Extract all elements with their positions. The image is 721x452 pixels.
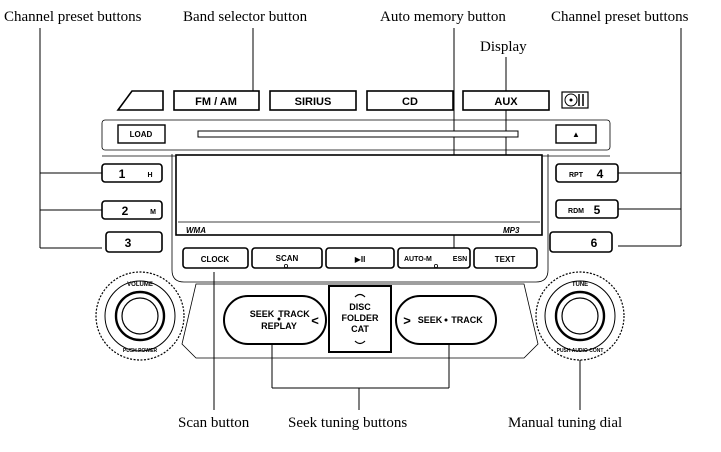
preset-buttons-left: 1 H 2 M 3 [101, 163, 163, 253]
band-button-sirius[interactable] [269, 90, 357, 111]
play-pause-icon: ▶II [355, 255, 366, 264]
callout-channel-preset-left: Channel preset buttons [4, 9, 142, 25]
preset-number-5: 5 [594, 203, 601, 217]
folder-up-icon [354, 293, 366, 298]
display-mark-mp3: MP3 [503, 226, 520, 235]
disc-logo-icon [561, 91, 589, 109]
seek-right-dot-icon [444, 318, 448, 322]
disc-label: DISC [349, 302, 371, 312]
disc-slot [197, 130, 519, 138]
volume-knob[interactable]: VOLUME PUSH POWER [95, 271, 185, 361]
callout-display: Display [480, 39, 527, 55]
seek-right-track-label: TRACK [451, 315, 483, 325]
auto-memory-label: AUTO-M [404, 256, 432, 263]
play-pause-button[interactable] [325, 247, 395, 269]
callout-channel-preset-right: Channel preset buttons [551, 9, 689, 25]
esn-label: ESN [453, 256, 467, 263]
seek-left-button[interactable] [223, 295, 327, 345]
preset-button-1[interactable] [101, 163, 163, 183]
seek-left-label: SEEK [250, 309, 275, 319]
band-button-aux[interactable] [462, 90, 550, 111]
eject-icon: ▲ [572, 130, 580, 139]
preset-button-3[interactable] [105, 231, 163, 253]
callout-scan: Scan button [178, 415, 250, 431]
band-label-aux: AUX [494, 96, 518, 108]
preset-number-4: 4 [597, 167, 604, 181]
push-power-label: PUSH POWER [123, 348, 158, 354]
preset-sub-2: M [150, 209, 156, 216]
preset-number-2: 2 [122, 204, 129, 218]
display: WMA MP3 [175, 154, 543, 236]
auto-memory-indicator-icon [433, 263, 438, 268]
callout-manual-tuning: Manual tuning dial [508, 415, 622, 431]
folder-down-icon [354, 340, 366, 345]
folder-label: FOLDER [342, 313, 379, 323]
lower-panel-outline [181, 283, 539, 359]
auto-memory-button[interactable] [397, 247, 471, 269]
preset-button-2[interactable] [101, 200, 163, 220]
seek-left-dot-icon [277, 317, 281, 321]
seek-left-track-label: TRACK [278, 309, 310, 319]
preset-buttons-right: RPT 4 RDM 5 6 [549, 163, 619, 253]
band-label-sirius: SIRIUS [295, 96, 332, 108]
disc-slot-row: LOAD ▲ [101, 119, 611, 151]
blank-band-button[interactable] [116, 90, 164, 111]
callout-auto-memory: Auto memory button [380, 9, 506, 25]
cat-label: CAT [351, 324, 369, 334]
callout-seek-tuning: Seek tuning buttons [288, 415, 407, 431]
seek-track-right: > SEEK TRACK [395, 295, 497, 345]
seek-right-arrow-icon: > [403, 313, 411, 328]
band-label-cd: CD [402, 96, 418, 108]
seek-right-label: SEEK [418, 315, 443, 325]
display-mark-wma: WMA [186, 226, 206, 235]
preset-sub-1: H [147, 172, 152, 179]
replay-label: REPLAY [261, 321, 297, 331]
text-button[interactable] [473, 247, 538, 269]
clock-button[interactable] [182, 247, 249, 269]
display-screen [175, 154, 543, 236]
disc-folder-control: DISC FOLDER CAT [328, 285, 392, 353]
push-audio-cont-label: PUSH AUDIO CONT [557, 348, 604, 354]
preset-sub-5: RDM [568, 208, 584, 215]
load-label: LOAD [130, 130, 153, 139]
preset-button-6[interactable] [549, 231, 613, 253]
preset-button-4[interactable] [555, 163, 619, 183]
preset-button-5[interactable] [555, 199, 619, 219]
clock-label: CLOCK [201, 255, 230, 264]
text-label: TEXT [495, 255, 516, 264]
preset-number-3: 3 [125, 236, 132, 250]
load-button[interactable] [117, 124, 166, 144]
disc-folder-button[interactable] [328, 285, 392, 353]
seek-track-left: SEEK TRACK REPLAY < [223, 295, 327, 345]
tune-knob[interactable]: TUNE PUSH AUDIO CONT [535, 271, 625, 361]
preset-sub-4: RPT [569, 172, 584, 179]
scan-indicator-icon [283, 263, 288, 268]
callout-band-selector: Band selector button [183, 9, 308, 25]
scan-button[interactable] [251, 247, 323, 269]
preset-number-6: 6 [591, 236, 598, 250]
tune-label: TUNE [572, 282, 588, 288]
volume-label: VOLUME [127, 282, 153, 288]
scan-label: SCAN [276, 254, 299, 263]
band-selector-row: FM / AM SIRIUS CD AUX [116, 90, 589, 111]
function-buttons-row: CLOCK SCAN ▶II AUTO-M ESN TEXT [182, 247, 538, 269]
seek-left-arrow-icon: < [311, 313, 319, 328]
band-label-fm-am: FM / AM [195, 96, 237, 108]
band-button-cd[interactable] [366, 90, 454, 111]
band-button-fm-am[interactable] [173, 90, 260, 111]
eject-button[interactable] [555, 124, 597, 144]
preset-number-1: 1 [119, 167, 126, 181]
